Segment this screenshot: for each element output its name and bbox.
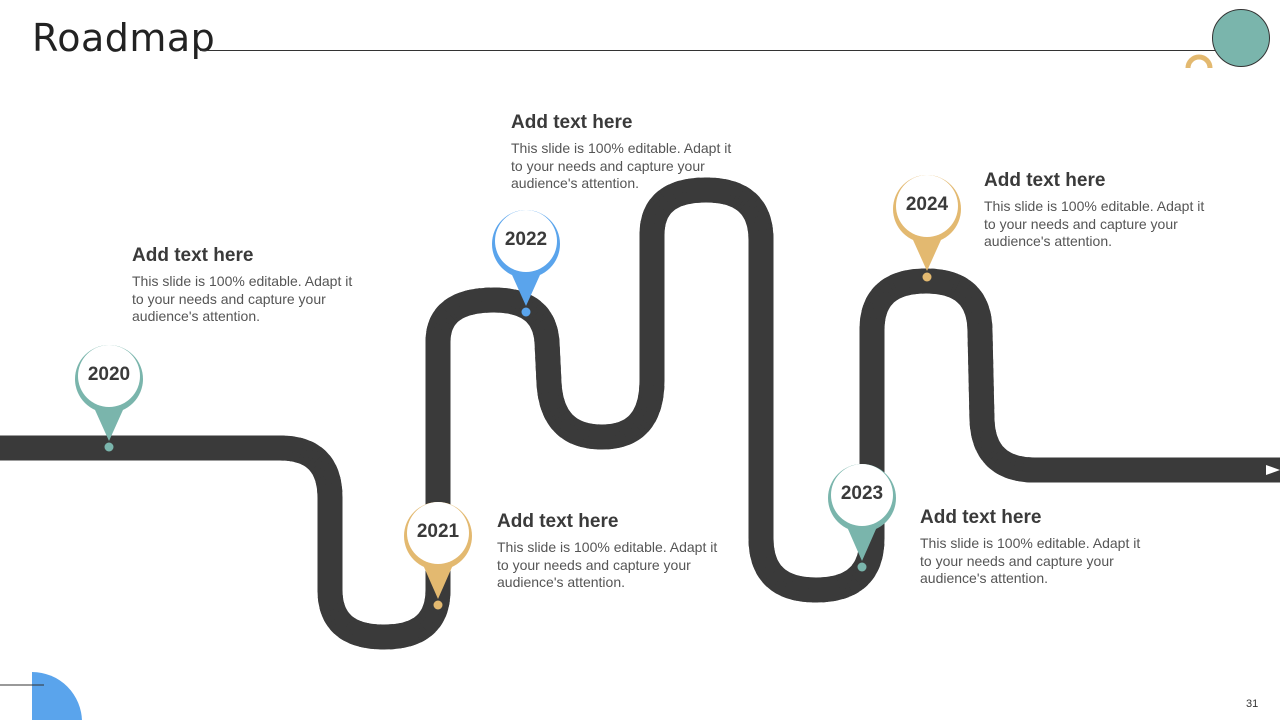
milestone-pin-2020 — [75, 345, 143, 452]
milestone-text-2023: Add text here This slide is 100% editabl… — [920, 507, 1150, 588]
pin-face — [495, 210, 557, 272]
corner-decoration-quarter — [32, 672, 82, 720]
milestone-pin-2021 — [404, 502, 472, 610]
slide-title: Roadmap — [32, 16, 216, 60]
pin-dot — [521, 307, 531, 317]
milestone-text-2021: Add text here This slide is 100% editabl… — [497, 511, 727, 592]
milestone-body: This slide is 100% editable. Adapt it to… — [920, 535, 1141, 586]
milestone-year-2020: 2020 — [87, 364, 131, 385]
milestone-heading: Add text here — [511, 112, 633, 133]
milestone-heading: Add text here — [497, 511, 619, 532]
corner-decoration-arc — [1185, 54, 1213, 69]
page-number: 31 — [1246, 698, 1259, 710]
pin-dot — [857, 562, 867, 572]
milestone-pin-2024 — [893, 175, 961, 282]
pin-dot — [922, 272, 932, 282]
pin-face — [831, 464, 893, 526]
pin-dot — [104, 442, 114, 452]
milestone-year-2021: 2021 — [416, 521, 460, 542]
milestone-pin-2022 — [492, 210, 560, 317]
milestone-heading: Add text here — [132, 245, 254, 266]
pin-dot — [433, 600, 443, 610]
pin-face — [896, 175, 958, 237]
pin-face — [407, 502, 469, 564]
milestone-text-2022: Add text here This slide is 100% editabl… — [511, 112, 741, 193]
milestone-body: This slide is 100% editable. Adapt it to… — [984, 198, 1205, 249]
milestone-heading: Add text here — [920, 507, 1042, 528]
milestone-year-2023: 2023 — [840, 483, 884, 504]
milestone-year-2022: 2022 — [504, 229, 548, 250]
corner-decoration-circle — [1212, 9, 1270, 67]
pin-face — [78, 345, 140, 407]
milestone-heading: Add text here — [984, 170, 1106, 191]
road-end-arrow — [1266, 465, 1280, 475]
milestone-pin-2023 — [828, 464, 896, 572]
milestone-pins — [75, 175, 961, 610]
milestone-text-2020: Add text here This slide is 100% editabl… — [132, 245, 362, 326]
milestone-body: This slide is 100% editable. Adapt it to… — [497, 539, 718, 590]
milestone-body: This slide is 100% editable. Adapt it to… — [511, 140, 732, 191]
title-underline — [200, 50, 1240, 51]
milestone-body: This slide is 100% editable. Adapt it to… — [132, 273, 353, 324]
milestone-text-2024: Add text here This slide is 100% editabl… — [984, 170, 1214, 251]
milestone-year-2024: 2024 — [905, 194, 949, 215]
